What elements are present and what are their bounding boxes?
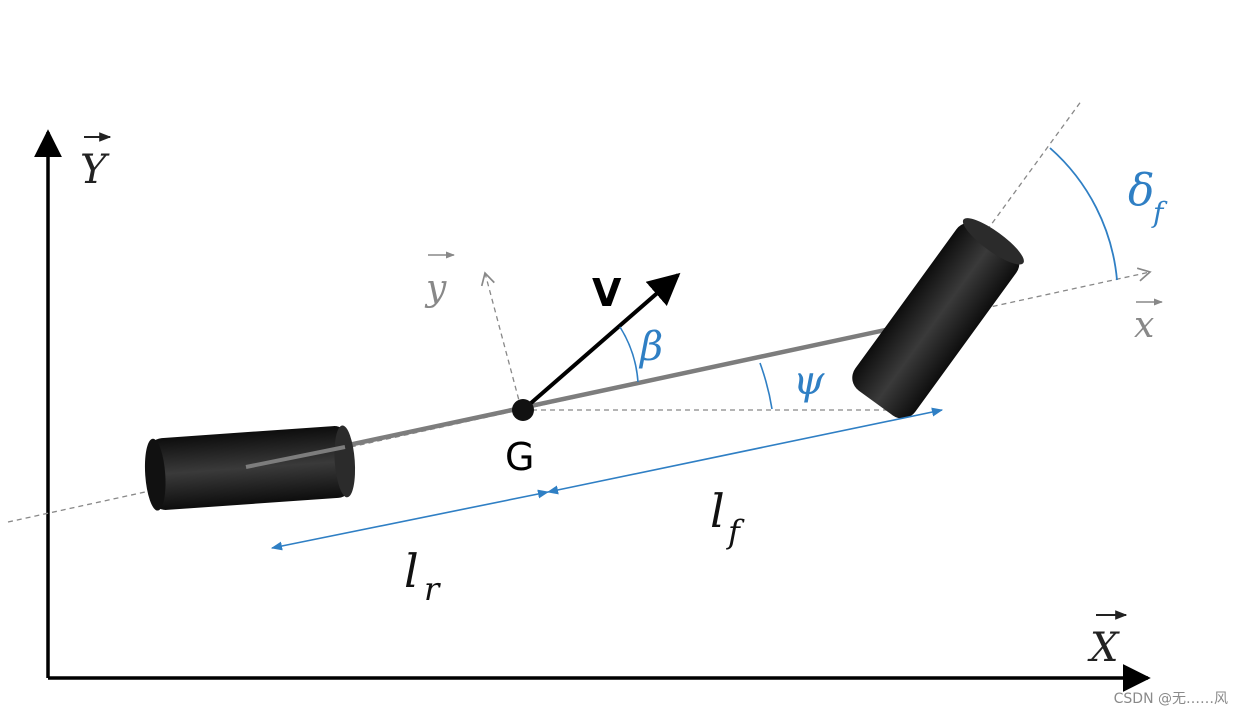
center-of-gravity-dot	[512, 399, 534, 421]
vehicle-body-line	[245, 320, 919, 470]
lr-label: l r	[404, 544, 441, 608]
rear-axle-stub	[245, 445, 346, 469]
svg-text:f: f	[1151, 196, 1168, 229]
x-axis-label: X	[1087, 610, 1128, 671]
svg-text:x: x	[1134, 305, 1154, 346]
front-wheel	[852, 218, 1024, 419]
svg-text:l: l	[404, 544, 419, 598]
watermark: CSDN @无……风	[1113, 691, 1228, 707]
svg-text:l: l	[710, 484, 725, 538]
svg-text:δ: δ	[1128, 165, 1155, 216]
y-axis-label: Y	[80, 132, 112, 193]
velocity-vector	[521, 272, 681, 412]
beta-label: β	[638, 324, 663, 370]
svg-text:f: f	[726, 513, 745, 551]
svg-text:r: r	[424, 570, 441, 608]
delta-angle-arc	[1049, 147, 1118, 281]
lf-dimension-arrow	[546, 407, 944, 495]
svg-text:Y: Y	[80, 147, 110, 193]
svg-text:X: X	[1087, 625, 1120, 671]
svg-text:y: y	[424, 268, 447, 309]
lr-dimension-arrow	[270, 489, 550, 551]
cg-label: G	[505, 435, 534, 479]
beta-angle-arc	[619, 326, 639, 383]
delta-f-label: δ f	[1128, 165, 1168, 229]
body-x-label: x	[1134, 298, 1163, 346]
psi-label: ψ	[793, 358, 825, 404]
psi-angle-arc	[759, 362, 773, 410]
lf-label: l f	[710, 484, 745, 551]
body-y-axis-line	[480, 271, 522, 409]
velocity-label: V	[592, 271, 622, 315]
body-y-label: y	[424, 251, 455, 309]
